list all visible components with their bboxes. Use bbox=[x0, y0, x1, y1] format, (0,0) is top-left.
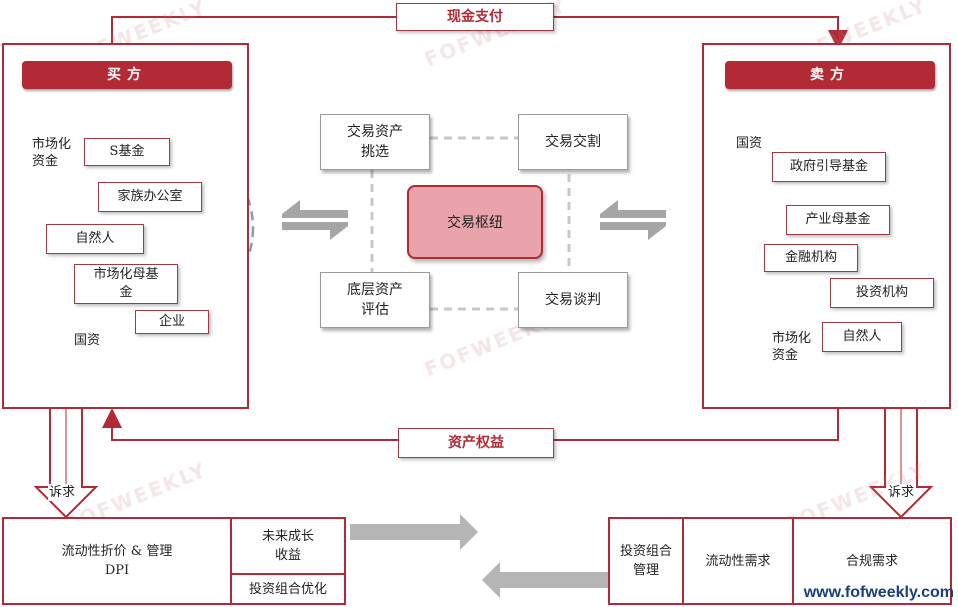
buyer-demand-label: 诉求 bbox=[48, 484, 77, 501]
buyer-demand-liquidity: 流动性折价 & 管理DPI bbox=[61, 544, 173, 578]
hub-node-asset-selection: 交易资产挑选 bbox=[320, 114, 430, 170]
seller-demand-compliance: 合规需求 bbox=[845, 553, 898, 569]
hub-center: 交易枢纽 bbox=[407, 185, 543, 259]
asset-equity-label: 资产权益 bbox=[398, 428, 554, 458]
buyer-demand-box: 流动性折价 & 管理DPI 未来成长收益 投资组合优化 bbox=[2, 517, 346, 605]
seller-demand-liquidity: 流动性需求 bbox=[705, 553, 771, 569]
left-exchange-arrows bbox=[282, 200, 348, 240]
buyer-state-label: 国资 bbox=[74, 333, 101, 348]
cash-payment-label: 现金支付 bbox=[396, 3, 554, 31]
bottom-left-gray-arrow bbox=[482, 562, 610, 598]
hub-dashed-connectors bbox=[370, 136, 571, 311]
seller-item-financial-institution: 金融机构 bbox=[764, 244, 858, 272]
seller-state-label: 国资 bbox=[736, 136, 763, 151]
seller-item-investment-institution: 投资机构 bbox=[830, 278, 934, 308]
hub-node-underlying-valuation: 底层资产评估 bbox=[320, 272, 430, 328]
buyer-item-family-office: 家族办公室 bbox=[98, 182, 202, 212]
seller-header: 卖方 bbox=[725, 61, 935, 89]
site-url: www.fofweekly.com bbox=[803, 584, 954, 601]
seller-demand-box: 投资组合管理 流动性需求 合规需求 bbox=[608, 517, 952, 605]
buyer-header: 买方 bbox=[22, 61, 232, 89]
seller-demand-portfolio-mgmt: 投资组合管理 bbox=[619, 544, 672, 578]
bottom-right-gray-arrow bbox=[350, 514, 478, 550]
seller-item-industry-fof: 产业母基金 bbox=[786, 205, 890, 235]
buyer-item-individual: 自然人 bbox=[46, 224, 144, 254]
hub-node-settlement: 交易交割 bbox=[518, 114, 628, 170]
buyer-item-market-fof: 市场化母基金 bbox=[74, 264, 178, 304]
buyer-market-fund-label: 市场化资金 bbox=[32, 137, 72, 169]
buyer-item-s-fund: S基金 bbox=[84, 138, 170, 166]
buyer-item-enterprise: 企业 bbox=[135, 310, 209, 334]
seller-market-fund-label: 市场化资金 bbox=[772, 331, 812, 363]
buyer-demand-portfolio-optimize: 投资组合优化 bbox=[248, 581, 327, 597]
seller-item-individual: 自然人 bbox=[822, 322, 902, 352]
seller-item-gov-guided-fund: 政府引导基金 bbox=[772, 152, 886, 182]
seller-demand-label: 诉求 bbox=[887, 484, 916, 501]
buyer-demand-growth: 未来成长收益 bbox=[261, 529, 314, 563]
right-exchange-arrows bbox=[600, 200, 666, 240]
hub-node-negotiation: 交易谈判 bbox=[518, 272, 628, 328]
